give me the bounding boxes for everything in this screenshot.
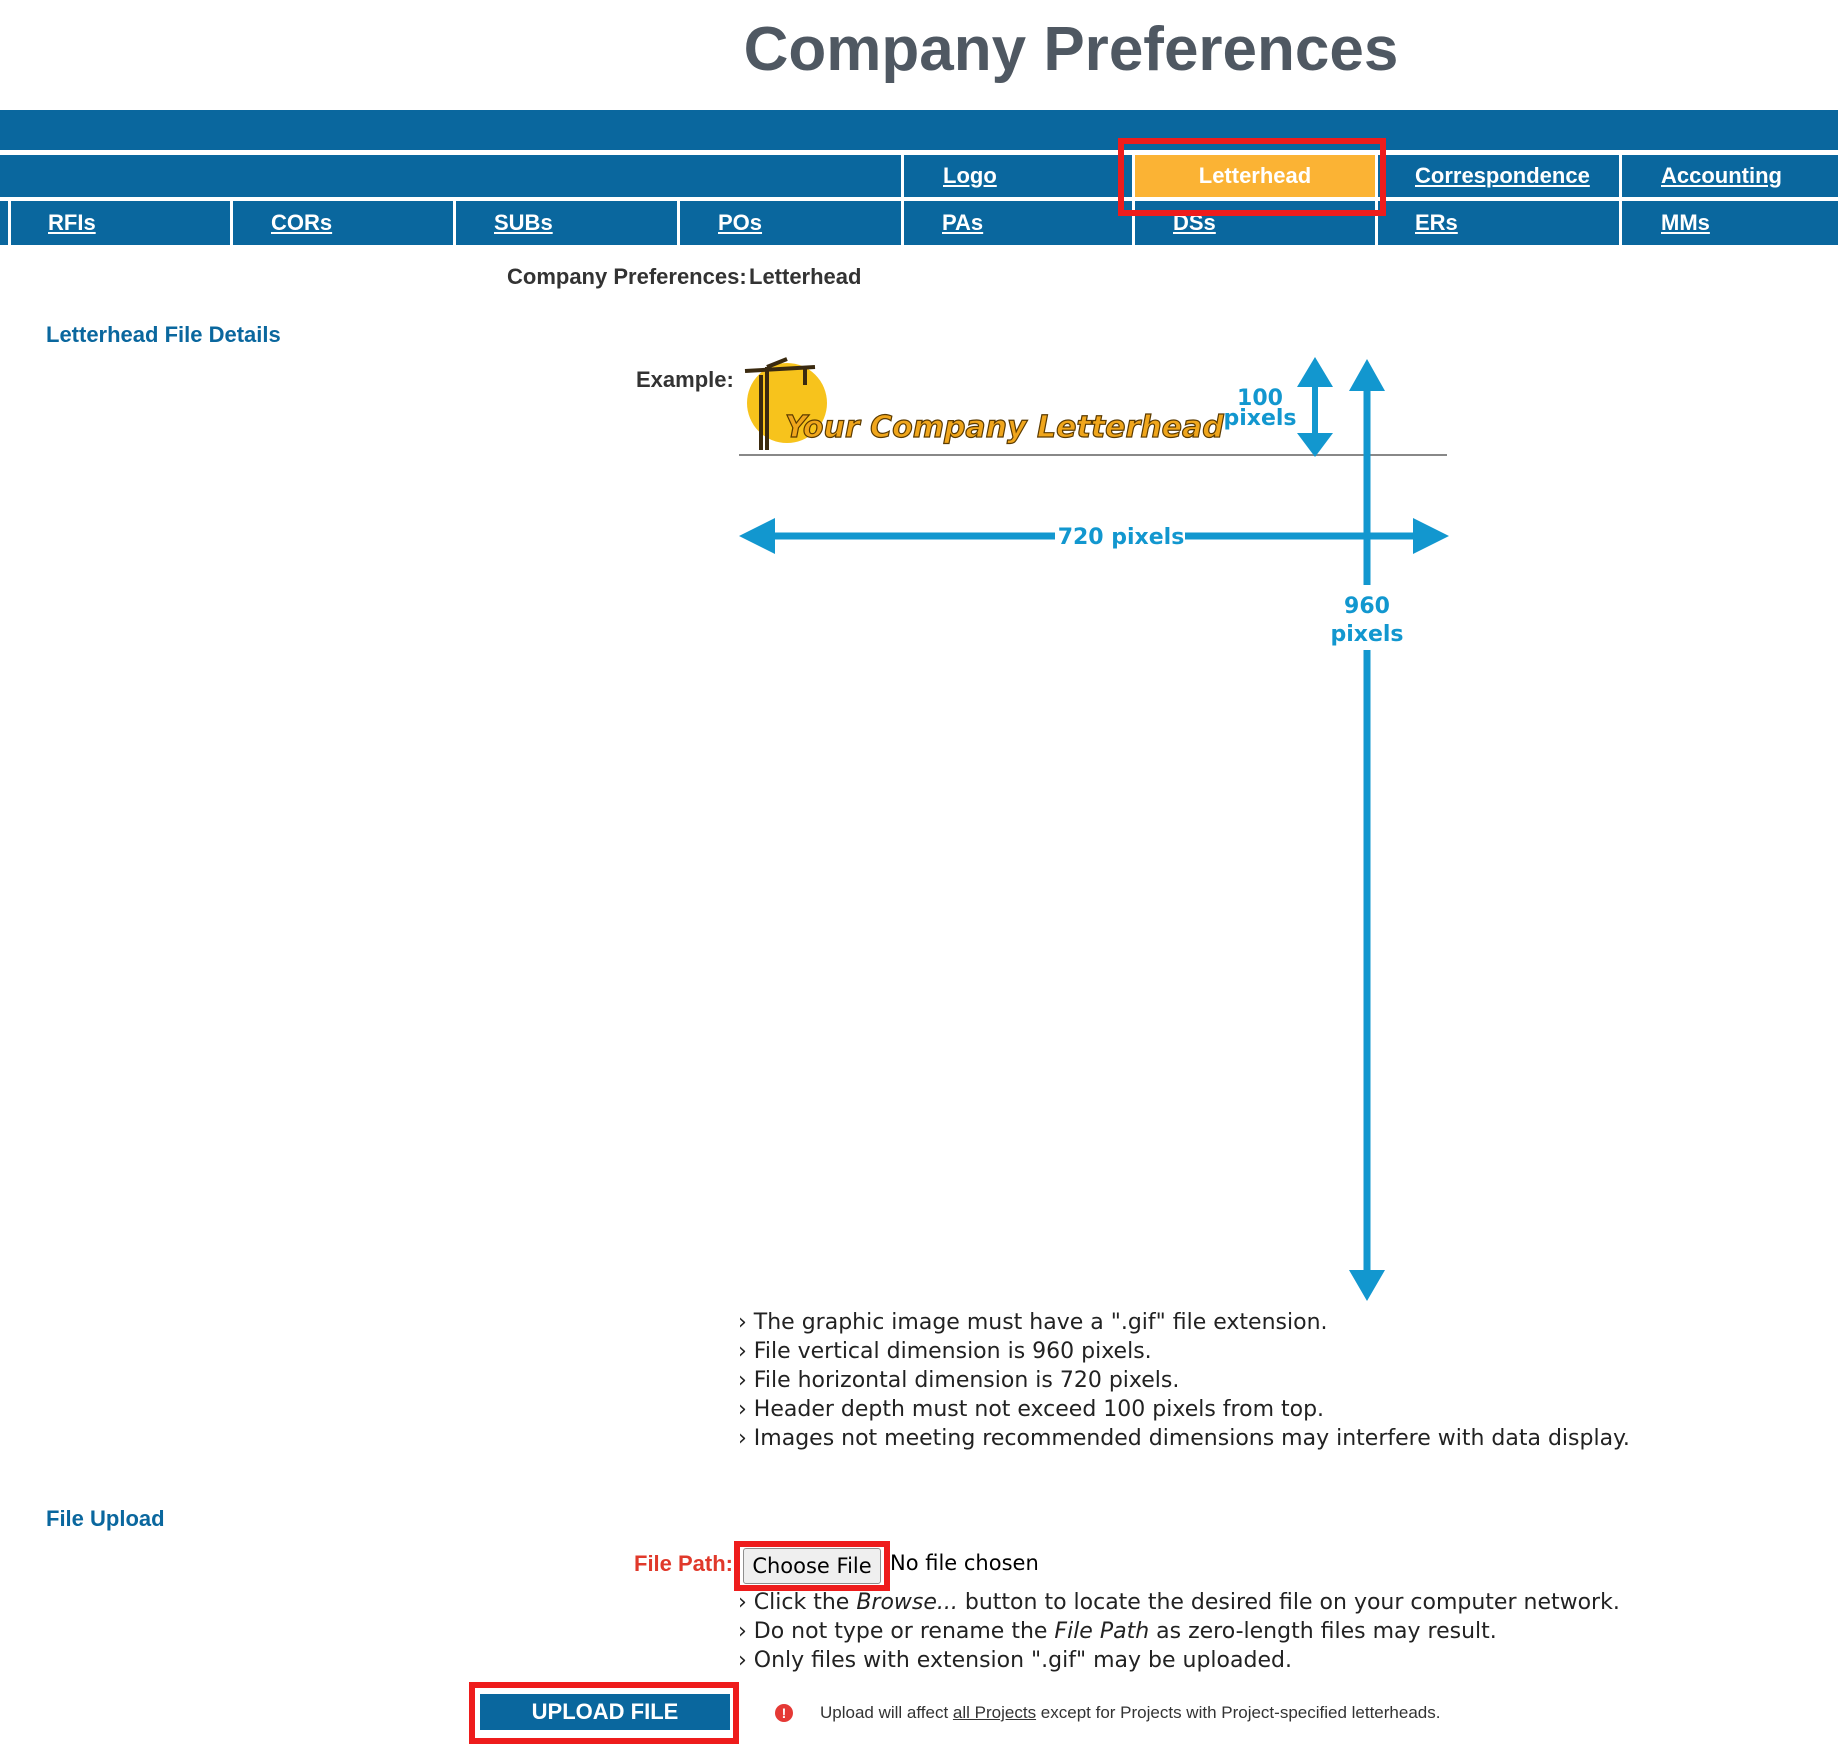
header-height-arrow (1297, 357, 1333, 457)
upload-hint: › Only files with extension ".gif" may b… (738, 1648, 1292, 1673)
width-label: 720 pixels (1058, 525, 1185, 550)
page-height-unit: pixels (1330, 622, 1403, 647)
header-divider (0, 150, 1838, 155)
nav-divider (0, 197, 1838, 201)
upload-file-button[interactable]: UPLOAD FILE (480, 1694, 730, 1730)
tab-subs[interactable]: SUBs (494, 210, 553, 235)
requirement-item: › File vertical dimension is 960 pixels. (738, 1339, 1152, 1364)
dimension-diagram-svg: Your Company Letterhead 100 pixels 720 p… (739, 357, 1449, 1301)
warning-icon: ! (775, 1704, 793, 1722)
tab-separator (901, 201, 904, 245)
header-band (0, 110, 1838, 150)
upload-hints: › Click the Browse... button to locate t… (738, 1588, 1620, 1675)
letterhead-tab-highlight (1118, 138, 1386, 216)
tab-logo[interactable]: Logo (943, 163, 997, 188)
tab-separator (677, 201, 680, 245)
tab-separator (1619, 155, 1622, 197)
file-path-label: File Path: (634, 1551, 734, 1576)
requirements-list: › The graphic image must have a ".gif" f… (738, 1308, 1630, 1453)
page-height-arrow (1349, 359, 1385, 1301)
crane-icon (744, 357, 816, 450)
tab-separator (8, 201, 11, 245)
requirement-item: › Header depth must not exceed 100 pixel… (738, 1397, 1325, 1422)
tab-cors[interactable]: CORs (271, 210, 333, 235)
nav-row-2: RFIs CORs SUBs POs PAs DSs ERs MMs (0, 201, 1838, 245)
tab-ers[interactable]: ERs (1415, 210, 1458, 235)
choose-file-button[interactable]: Choose File (743, 1548, 881, 1584)
choose-file-highlight (734, 1541, 890, 1591)
header-height-unit: pixels (1223, 406, 1296, 431)
upload-hint: › Do not type or rename the File Path as… (738, 1619, 1497, 1644)
page-height-value: 960 (1344, 594, 1390, 619)
tab-letterhead[interactable]: Letterhead (1135, 155, 1375, 197)
tab-pos[interactable]: POs (718, 210, 763, 235)
breadcrumb-current: Letterhead (749, 264, 862, 289)
tab-separator (1619, 201, 1622, 245)
page-title: Company Preferences (743, 15, 1399, 84)
header-height-value: 100 (1237, 386, 1283, 411)
breadcrumb-prefix: Company Preferences: (507, 264, 747, 289)
upload-button-highlight (469, 1682, 739, 1744)
requirement-item: › File horizontal dimension is 720 pixel… (738, 1368, 1180, 1393)
letterhead-diagram: Your Company Letterhead 100 pixels 720 p… (735, 355, 1455, 1305)
requirement-item: › The graphic image must have a ".gif" f… (738, 1310, 1328, 1335)
tab-separator (230, 201, 233, 245)
tab-accounting[interactable]: Accounting (1661, 163, 1782, 188)
tab-separator (1375, 201, 1378, 245)
upload-section-title: File Upload (46, 1506, 165, 1531)
upload-hint: › Click the Browse... button to locate t… (738, 1590, 1620, 1615)
letterhead-sample-text: Your Company Letterhead (785, 410, 1224, 445)
width-arrow (739, 518, 1449, 554)
all-projects-link[interactable]: all Projects (952, 1703, 1037, 1722)
tab-pas[interactable]: PAs (942, 210, 984, 235)
tab-separator (901, 155, 904, 197)
tab-separator (1132, 155, 1135, 197)
details-section-title: Letterhead File Details (46, 322, 281, 347)
upload-warning-text: Upload will affect all Projects except f… (820, 1703, 1441, 1722)
tab-separator (1375, 155, 1378, 197)
nav-row-1: Logo Letterhead Correspondence Accountin… (0, 155, 1838, 197)
no-file-chosen-text: No file chosen (890, 1551, 1039, 1575)
tab-rfis[interactable]: RFIs (48, 210, 96, 235)
requirement-item: › Images not meeting recommended dimensi… (738, 1426, 1630, 1451)
example-label: Example: (636, 367, 734, 392)
tab-separator (1132, 201, 1135, 245)
tab-separator (453, 201, 456, 245)
tab-correspondence[interactable]: Correspondence (1415, 163, 1590, 188)
tab-mms[interactable]: MMs (1661, 210, 1710, 235)
